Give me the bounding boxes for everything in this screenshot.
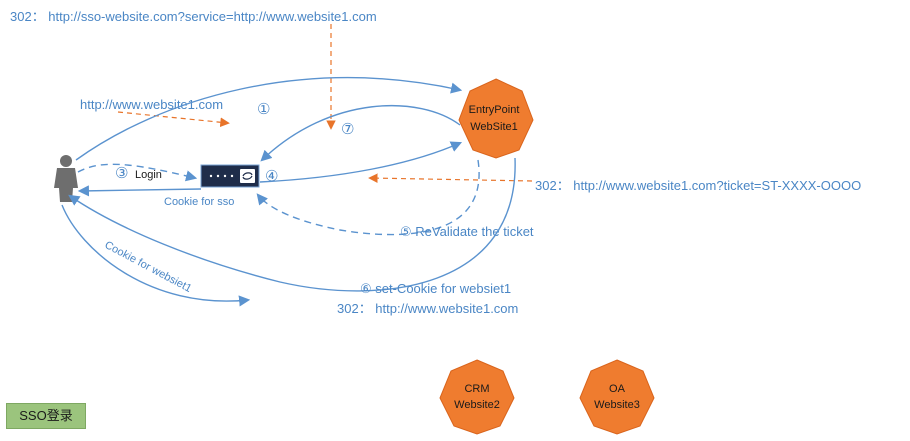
flow-user-login-dashed bbox=[77, 163, 198, 182]
step-3-marker: ③ bbox=[115, 165, 128, 182]
oa-node: OA Website3 bbox=[579, 359, 655, 435]
step-7-marker: ⑦ bbox=[341, 121, 354, 138]
flow-login-to-entrypoint bbox=[259, 141, 463, 183]
orange-dash-ticket bbox=[368, 173, 533, 183]
flow-user-to-entrypoint bbox=[75, 77, 463, 161]
oa-line1: OA bbox=[609, 383, 626, 395]
login-box-icon bbox=[200, 164, 260, 188]
flow-login-to-user bbox=[77, 185, 202, 197]
entrypoint-line1: EntryPoint bbox=[469, 104, 520, 116]
flow-revalidate-dashed bbox=[256, 159, 480, 236]
flow-set-cookie bbox=[68, 157, 516, 292]
step-1-marker: ① bbox=[257, 101, 270, 118]
login-label: Login bbox=[135, 169, 162, 181]
label-redirect-bottom: 302： http://www.website1.com bbox=[337, 301, 518, 316]
label-request-url: http://www.website1.com bbox=[80, 97, 223, 112]
flow-entrypoint-to-login bbox=[260, 105, 461, 162]
label-revalidate: ⑤ ReValidate the ticket bbox=[400, 224, 534, 239]
sso-login-badge: SSO登录 bbox=[6, 403, 86, 429]
label-redirect-top: 302： http://sso-website.com?service=http… bbox=[10, 9, 377, 24]
label-set-cookie: ⑥ set-Cookie for websiet1 bbox=[360, 281, 511, 296]
label-cookie-sso: Cookie for sso bbox=[164, 196, 234, 208]
step-4-marker: ④ bbox=[265, 168, 278, 185]
label-ticket-redirect: 302： http://www.website1.com?ticket=ST-X… bbox=[535, 178, 861, 193]
oa-line2: Website3 bbox=[594, 399, 640, 411]
crm-line2: Website2 bbox=[454, 399, 500, 411]
orange-dash-request bbox=[117, 111, 230, 128]
crm-line1: CRM bbox=[464, 383, 489, 395]
entrypoint-node: EntryPoint WebSite1 bbox=[458, 78, 534, 159]
crm-node: CRM Website2 bbox=[439, 359, 515, 435]
flow-cookie-website1 bbox=[61, 204, 251, 307]
user-icon bbox=[54, 155, 78, 202]
entrypoint-line2: WebSite1 bbox=[470, 121, 518, 133]
